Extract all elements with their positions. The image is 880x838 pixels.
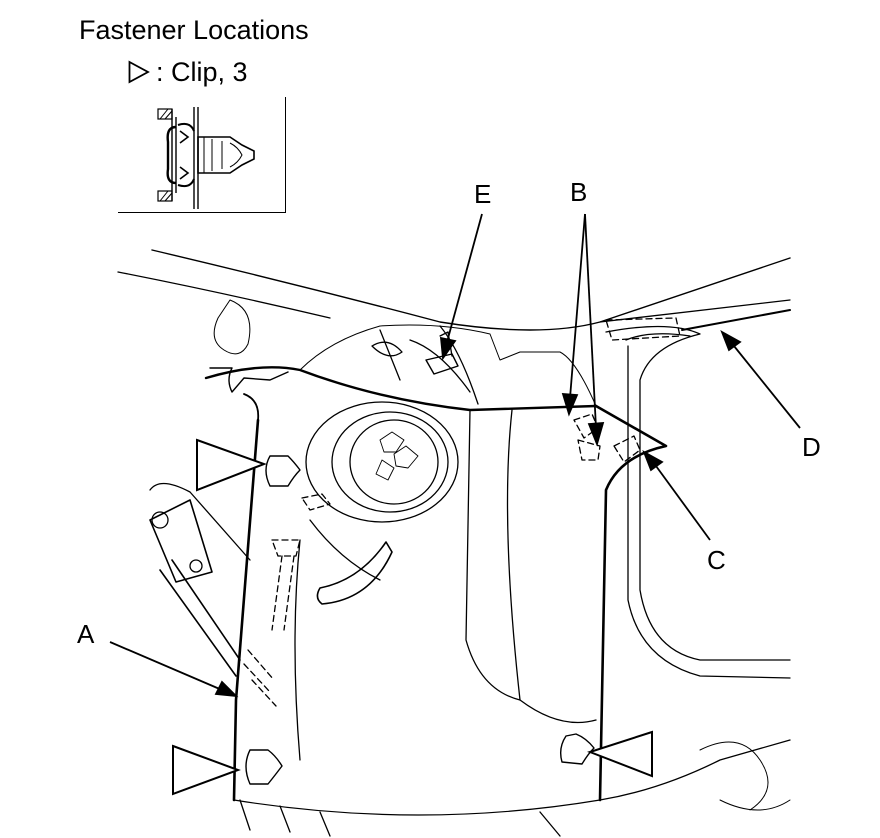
legend: : Clip, 3 (128, 56, 248, 88)
clip-detail-drawing (157, 107, 255, 209)
leader-line-b2 (584, 213, 597, 429)
leader-line-b1 (569, 213, 586, 399)
callout-d: D (802, 432, 821, 462)
arrowhead-d (720, 330, 742, 352)
leader-line-c (655, 465, 711, 541)
arrowhead-b2 (587, 422, 605, 447)
callout-b: B (570, 177, 588, 207)
arrowhead-e (439, 336, 457, 361)
arrowhead-b1 (561, 393, 579, 417)
page-title: Fastener Locations (79, 15, 309, 45)
clip-triangle-marker (196, 438, 267, 492)
clip-triangle-marker (587, 730, 653, 778)
arrowhead-c (642, 450, 664, 472)
leader-line-d (733, 345, 801, 429)
callout-c: C (707, 545, 726, 575)
callout-a: A (77, 619, 95, 649)
legend-label: : Clip, 3 (156, 56, 248, 87)
leader-line-a (109, 641, 223, 691)
arrowhead-a (214, 680, 239, 698)
callout-e: E (474, 179, 492, 209)
outline-triangle-icon (128, 60, 150, 84)
leader-line-e (446, 213, 483, 343)
clip-triangle-marker (172, 744, 241, 796)
clip-detail-inset (118, 97, 286, 213)
